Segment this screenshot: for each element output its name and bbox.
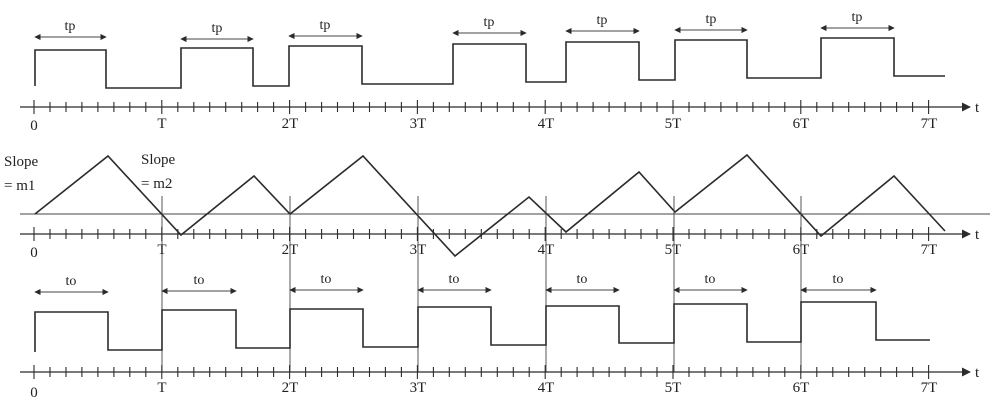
axis-ticks-2 [33, 227, 930, 241]
row-2-ramp: Slope = m1 Slope = m2 t 0 T 2T 3T 4T 5T … [4, 152, 990, 372]
tp-label-4: tp [484, 15, 495, 30]
axis-label-3-7: 7T [921, 380, 938, 396]
axis-label-2-1: T [157, 242, 166, 258]
axis-ticks-3 [33, 365, 930, 379]
slope-m1-label-line1: Slope [4, 154, 39, 170]
slope-m1-label-line2: = m1 [4, 178, 35, 194]
to-label-4: to [449, 272, 460, 287]
axis-label-1-6: 6T [793, 116, 810, 132]
axis-variable-3: t [975, 365, 980, 381]
axis-label-2-4: 4T [538, 242, 555, 258]
axis-label-1-2: 2T [282, 116, 299, 132]
to-label-7: to [833, 272, 844, 287]
axis-label-1-3: 3T [410, 116, 427, 132]
axis-label-2-0: 0 [30, 245, 38, 261]
tp-label-7: tp [852, 10, 863, 25]
axis-label-3-3: 3T [410, 380, 427, 396]
axis-variable-1: t [975, 100, 980, 116]
axis-label-3-4: 4T [538, 380, 555, 396]
time-axis-2: t 0 T 2T 3T 4T 5T 6T 7T [20, 227, 980, 261]
axis-label-1-4: 4T [538, 116, 555, 132]
axis-label-2-3: 3T [410, 242, 427, 258]
tp-waveform [34, 37, 945, 89]
tp-label-3: tp [320, 18, 331, 33]
axis-label-2-2: 2T [282, 242, 299, 258]
axis-label-1-1: T [157, 116, 166, 132]
axis-label-1-5: 5T [665, 116, 682, 132]
axis-label-2-5: 5T [665, 242, 682, 258]
to-label-1: to [66, 274, 77, 289]
to-label-5: to [577, 272, 588, 287]
axis-label-3-0: 0 [30, 385, 38, 401]
row-3-pulse-train: to to to to to to to t 0 T 2T 3T 4T 5T 6… [20, 272, 980, 401]
axis-label-1-7: 7T [921, 116, 938, 132]
tp-label-2: tp [212, 21, 223, 36]
time-axis-1: t 0 T 2T 3T 4T 5T 6T 7T [20, 100, 980, 134]
tp-label-1: tp [65, 19, 76, 34]
axis-label-1-0: 0 [30, 118, 38, 134]
slope-m2-label-line1: Slope [141, 152, 176, 168]
tp-arrows [34, 24, 895, 43]
axis-label-3-1: T [157, 380, 166, 396]
time-axis-3: t 0 T 2T 3T 4T 5T 6T 7T [20, 365, 980, 401]
ramp-waveform [34, 153, 946, 258]
tp-label-6: tp [706, 12, 717, 27]
axis-ticks-1 [33, 100, 930, 114]
to-waveform [34, 301, 930, 352]
to-arrows [34, 286, 877, 296]
axis-variable-2: t [975, 227, 980, 243]
to-label-3: to [321, 272, 332, 287]
axis-label-3-2: 2T [282, 380, 299, 396]
to-label-6: to [705, 272, 716, 287]
tp-label-5: tp [597, 13, 608, 28]
axis-label-3-6: 6T [793, 380, 810, 396]
slope-m2-label-line2: = m2 [141, 176, 172, 192]
row-1-pulse-train: tp tp tp tp tp tp tp t 0 T 2T 3T 4T 5T 6… [20, 10, 980, 134]
to-labels: to to to to to to to [66, 272, 844, 289]
axis-label-3-5: 5T [665, 380, 682, 396]
axis-label-2-6: 6T [793, 242, 810, 258]
tp-labels: tp tp tp tp tp tp tp [65, 10, 863, 36]
to-label-2: to [194, 273, 205, 288]
axis-label-2-7: 7T [921, 242, 938, 258]
